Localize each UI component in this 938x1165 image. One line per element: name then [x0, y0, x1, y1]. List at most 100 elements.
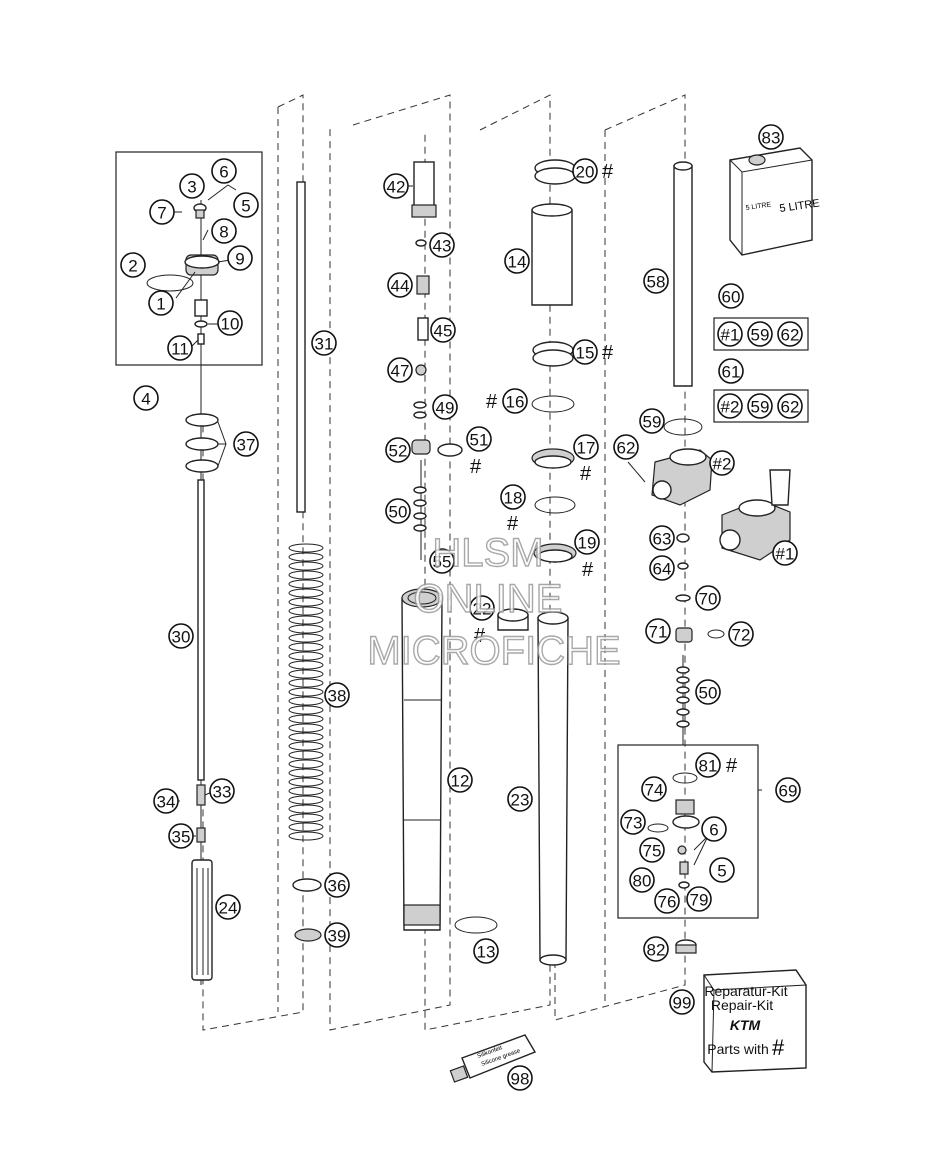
callout-80: 80	[629, 867, 655, 893]
svg-text:58: 58	[647, 273, 666, 292]
hash-mark-20: #	[602, 161, 614, 183]
callout-58: 58	[643, 268, 669, 294]
spring-coil	[288, 777, 324, 787]
svg-text:80: 80	[633, 872, 652, 891]
callout-14: 14	[504, 248, 530, 274]
panel-outlines	[115, 94, 809, 1031]
svg-text:50: 50	[699, 684, 718, 703]
repair-kit-hash: #	[772, 1035, 785, 1060]
svg-text:13: 13	[477, 943, 496, 962]
svg-text:79: 79	[690, 891, 709, 910]
oil-can: 5 LITRE 5 LITRE	[729, 147, 820, 256]
oil-can-label-left: 5 LITRE	[745, 201, 772, 212]
svg-text:37: 37	[237, 436, 256, 455]
callout-52: 52	[385, 437, 411, 463]
svg-text:43: 43	[433, 237, 452, 256]
callout-49: 49	[432, 394, 458, 420]
spring-coil	[288, 696, 324, 706]
spring-coil	[288, 624, 324, 634]
watermark: HLSM ONLINE MICROFICHE	[367, 530, 622, 673]
callout-6b: 6	[701, 816, 727, 842]
hash-mark-22: #	[474, 625, 486, 647]
svg-text:#2: #2	[721, 398, 740, 417]
callout-5a: 5	[233, 192, 259, 218]
svg-text:99: 99	[673, 994, 692, 1013]
spring-coil	[288, 813, 324, 823]
hash-mark-16: #	[486, 391, 498, 413]
callout-76: 76	[654, 888, 680, 914]
svg-text:59: 59	[751, 398, 770, 417]
callout-45: 45	[430, 317, 456, 343]
svg-text:1: 1	[156, 295, 165, 314]
callout-55: 55	[429, 548, 455, 574]
callout-35: 35	[168, 823, 194, 849]
callout-4: 4	[133, 385, 159, 411]
svg-text:#2: #2	[713, 455, 732, 474]
svg-text:17: 17	[577, 439, 596, 458]
kit-box-60	[713, 317, 809, 351]
hash-mark-17: #	[580, 463, 592, 485]
callout-38: 38	[324, 682, 350, 708]
svg-text:49: 49	[436, 399, 455, 418]
svg-text:64: 64	[653, 560, 672, 579]
svg-text:11: 11	[171, 340, 189, 359]
svg-text:98: 98	[511, 1070, 530, 1089]
callout-7: 7	[149, 199, 175, 225]
spring-coil	[288, 669, 324, 679]
svg-text:81: 81	[699, 757, 718, 776]
svg-text:18: 18	[504, 489, 523, 508]
svg-text:39: 39	[328, 927, 347, 946]
spring-coil	[288, 786, 324, 796]
callout-19: 19	[574, 529, 600, 555]
spring-coil	[288, 741, 324, 751]
svg-text:8: 8	[219, 223, 228, 242]
callout-60: 60	[718, 283, 744, 309]
spring-coil	[288, 606, 324, 616]
callout-23: 23	[507, 786, 533, 812]
kit61-ref-2: 59	[747, 393, 773, 419]
svg-text:5: 5	[241, 197, 250, 216]
column-5-parts	[627, 161, 791, 954]
svg-text:76: 76	[658, 893, 677, 912]
callout-31: 31	[311, 330, 337, 356]
column-3-parts	[401, 161, 498, 934]
spring-coil	[288, 768, 324, 778]
ktm-logo: KTM	[730, 1017, 761, 1033]
svg-text:16: 16	[506, 393, 525, 412]
svg-text:42: 42	[387, 178, 406, 197]
svg-text:73: 73	[624, 814, 643, 833]
fork-spring	[288, 543, 324, 841]
spring-coil	[288, 750, 324, 760]
assembly-box-4	[115, 151, 263, 366]
svg-text:6: 6	[219, 163, 228, 182]
spring-coil	[288, 651, 324, 661]
callout-83: 83	[758, 124, 784, 150]
kit60-ref-2: 59	[747, 321, 773, 347]
repair-kit-line4: Parts with	[707, 1041, 768, 1057]
svg-text:69: 69	[779, 782, 798, 801]
spring-coil	[288, 732, 324, 742]
spring-coil	[288, 687, 324, 697]
callout-74: 74	[641, 776, 667, 802]
callout-12: 12	[447, 767, 473, 793]
spring-coil	[288, 570, 324, 580]
callout-20: 20	[572, 158, 598, 184]
callout-79: 79	[686, 886, 712, 912]
callout-3: 3	[179, 173, 205, 199]
svg-text:#1: #1	[776, 545, 795, 564]
spring-coil	[288, 795, 324, 805]
svg-text:72: 72	[732, 626, 751, 645]
spring-coil	[288, 759, 324, 769]
spring-coil	[288, 642, 324, 652]
spring-coil	[288, 615, 324, 625]
svg-text:74: 74	[645, 781, 664, 800]
callout-81: 81	[695, 752, 721, 778]
callout-42: 42	[383, 173, 409, 199]
hash-mark-15: #	[602, 342, 614, 364]
spring-coil	[288, 597, 324, 607]
callout-K1: #1	[772, 540, 798, 566]
column-2-parts	[288, 181, 324, 942]
spring-coil	[288, 831, 324, 841]
callout-9: 9	[227, 245, 253, 271]
svg-text:60: 60	[722, 288, 741, 307]
